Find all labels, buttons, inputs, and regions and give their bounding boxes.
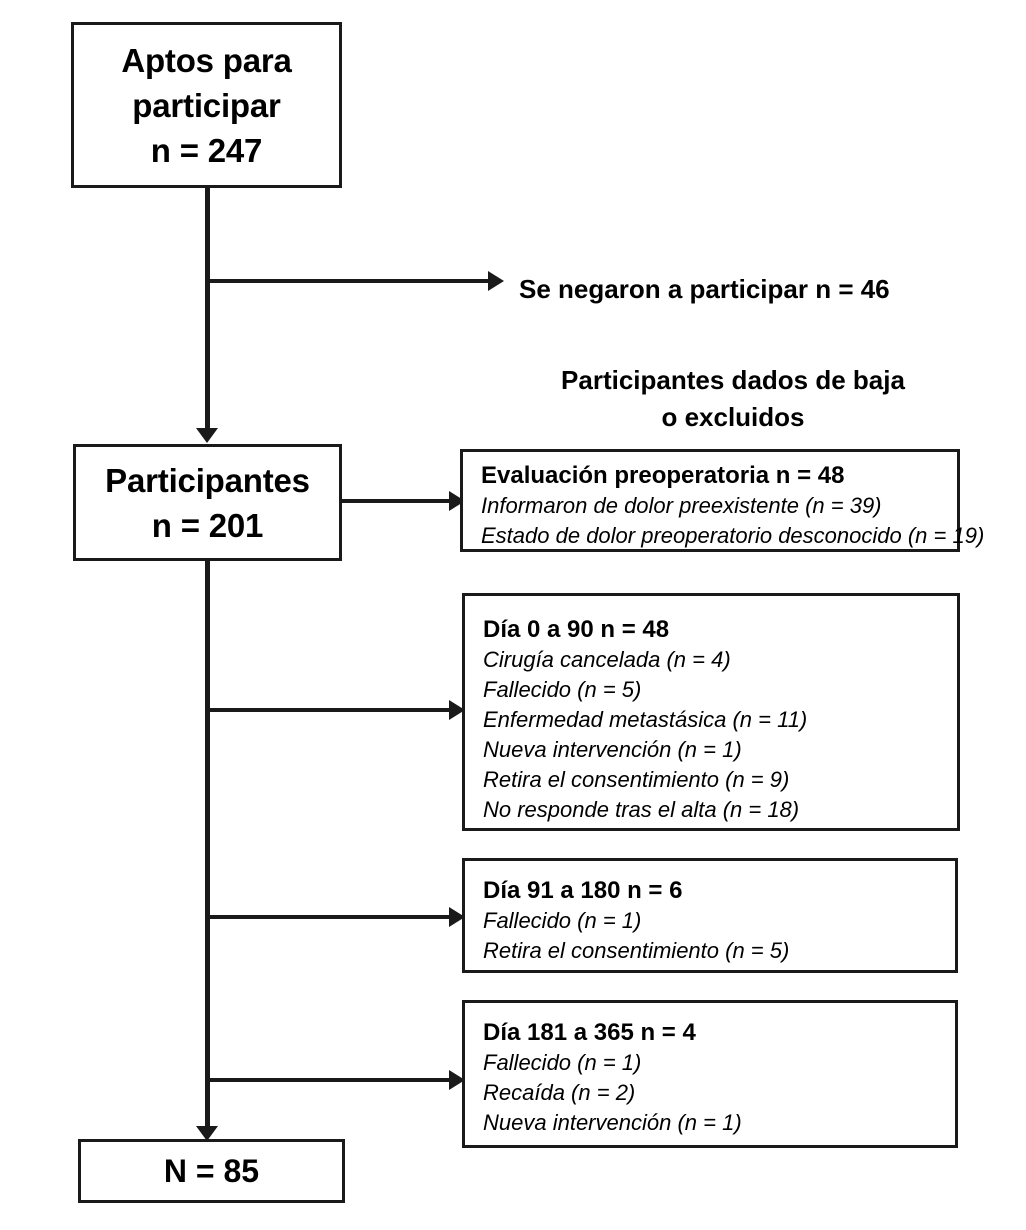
node-participants-line-2: n = 201 — [151, 506, 264, 544]
node-eligible: Aptos para participar n = 247 — [71, 22, 342, 188]
exclusion-box-day-91-180: Día 91 a 180 n = 6 Fallecido (n = 1) Ret… — [462, 858, 958, 973]
node-eligible-line-3: n = 247 — [150, 131, 263, 169]
exclusion-heading: Evaluación preoperatoria n = 48 — [481, 462, 845, 489]
exclusion-item: Fallecido (n = 5) — [483, 677, 642, 702]
node-final-sample: N = 85 — [78, 1139, 345, 1203]
exclusion-box-day-0-90: Día 0 a 90 n = 48 Cirugía cancelada (n =… — [462, 593, 960, 831]
connector-exclusion-2 — [205, 708, 460, 712]
connector-eligible-to-participants — [205, 188, 210, 428]
exclusion-item: Retira el consentimiento (n = 5) — [483, 938, 790, 963]
connector-exclusion-4 — [205, 1078, 460, 1082]
arrowhead-refused — [488, 271, 504, 291]
exclusion-item: Fallecido (n = 1) — [483, 908, 642, 933]
exclusion-item: Nueva intervención (n = 1) — [483, 737, 742, 762]
exclusion-box-day-181-365: Día 181 a 365 n = 4 Fallecido (n = 1) Re… — [462, 1000, 958, 1148]
connector-refused — [205, 279, 491, 283]
exclusion-item: Informaron de dolor preexistente (n = 39… — [481, 493, 882, 518]
exclusion-item: Nueva intervención (n = 1) — [483, 1110, 742, 1135]
exclusion-heading: Día 181 a 365 n = 4 — [483, 1019, 696, 1046]
node-participants-line-1: Participantes — [105, 461, 310, 499]
exclusion-item: Cirugía cancelada (n = 4) — [483, 647, 731, 672]
exclusion-box-preoperative: Evaluación preoperatoria n = 48 Informar… — [460, 449, 984, 552]
exclusion-item: Recaída (n = 2) — [483, 1080, 636, 1105]
arrowhead-exclusion-4 — [449, 1070, 465, 1090]
node-final-label: N = 85 — [163, 1153, 260, 1189]
heading-withdrawn-line-1: Participantes dados de baja — [561, 365, 905, 395]
node-eligible-line-1: Aptos para — [121, 41, 292, 79]
arrowhead-into-participants — [196, 428, 218, 443]
heading-withdrawn-line-2: o excluidos — [661, 402, 805, 432]
exclusion-heading: Día 0 a 90 n = 48 — [483, 616, 670, 643]
node-participants: Participantes n = 201 — [73, 444, 342, 561]
exclusion-item: No responde tras el alta (n = 18) — [483, 797, 800, 822]
exclusion-item: Retira el consentimiento (n = 9) — [483, 767, 790, 792]
connector-exclusion-1 — [342, 499, 460, 503]
arrowhead-exclusion-3 — [449, 907, 465, 927]
node-eligible-line-2: participar — [132, 86, 281, 124]
exclusion-item: Fallecido (n = 1) — [483, 1050, 642, 1075]
exclusion-heading: Día 91 a 180 n = 6 — [483, 877, 683, 904]
label-refused: Se negaron a participar n = 46 — [519, 274, 890, 304]
arrowhead-into-final — [196, 1126, 218, 1141]
exclusion-item: Enfermedad metastásica (n = 11) — [483, 707, 808, 732]
connector-participants-to-final — [205, 561, 210, 1131]
connector-exclusion-3 — [205, 915, 460, 919]
exclusion-item: Estado de dolor preoperatorio desconocid… — [481, 523, 985, 548]
arrowhead-exclusion-2 — [449, 700, 465, 720]
